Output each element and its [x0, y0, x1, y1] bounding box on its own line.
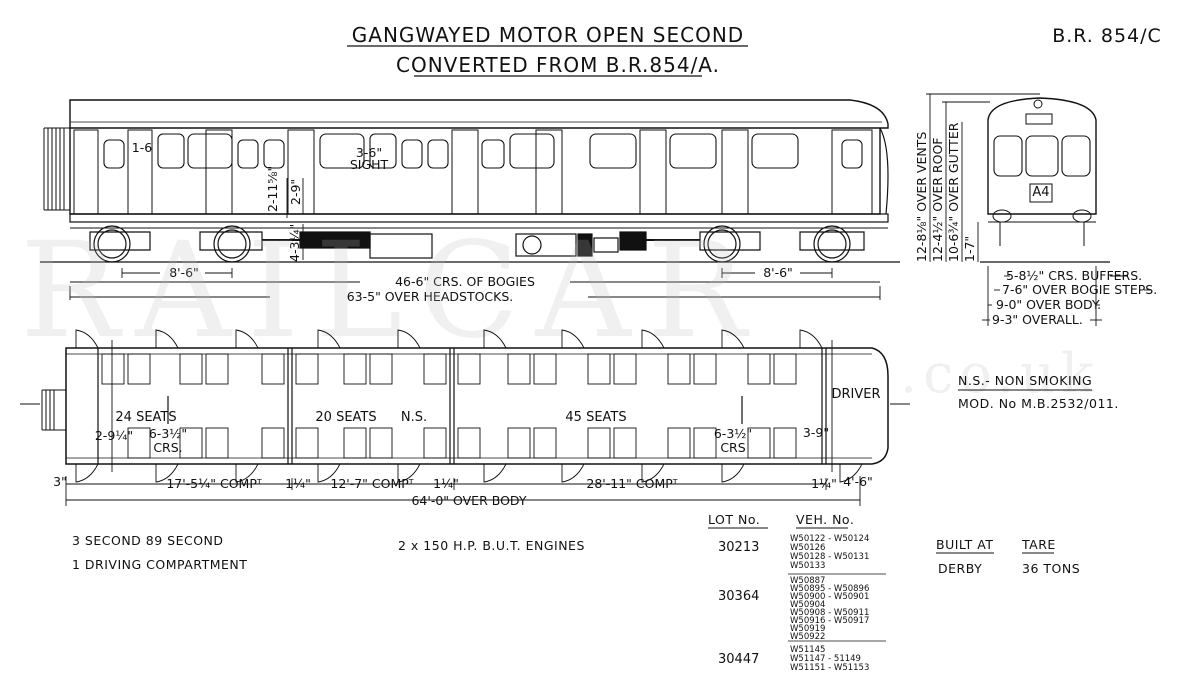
vehicle-1-6: W50919	[790, 624, 825, 634]
compartment-1-dim: 17'-5¼" COMPᵀ	[166, 476, 262, 491]
bogie-centres-dim: 46-6" CRS. OF BOGIES	[395, 274, 535, 289]
headcode-panel: A4	[1032, 185, 1049, 200]
over-body-length-dim: 64'-0" OVER BODY	[411, 493, 526, 508]
partition-3-dim: 1¼"	[811, 476, 837, 491]
watermark-main: RAILCAR	[20, 214, 762, 368]
drawing-reference: B.R. 854/C	[1052, 25, 1162, 47]
tare-header: TARE	[1021, 537, 1056, 552]
built-table: BUILT AT TARE DERBY 36 TONS	[936, 537, 1080, 576]
crs-right-label: CRS	[720, 440, 745, 455]
end-gap-dim: 3"	[53, 474, 67, 489]
plan-view	[20, 329, 910, 506]
non-smoking-mark: N.S.	[401, 410, 427, 425]
crs-buffers-dim: 5-8½" CRS. BUFFERS.	[1006, 268, 1142, 283]
accommodation-note: 3 SECOND 89 SECOND	[72, 533, 224, 548]
compartment-2-dim: 12'-7" COMPᵀ	[330, 476, 413, 491]
end-over-body-dim: 9-0" OVER BODY.	[996, 297, 1101, 312]
side-dimension-lines	[69, 178, 881, 300]
end-left-dim: 2-9¼"	[95, 428, 133, 443]
seats-compartment-2: 20 SEATS	[315, 410, 376, 425]
title-line-2: CONVERTED FROM B.R.854/A.	[396, 53, 720, 77]
window-height-dim: 2-11⅝"	[265, 166, 280, 212]
bogie-steps-dim: 7-6" OVER BOGIE STEPS.	[1002, 282, 1157, 297]
end-right-dim: 3-9"	[803, 425, 829, 440]
sight-dim: 3-6"	[356, 145, 382, 160]
seats-compartment-1: 24 SEATS	[115, 410, 176, 425]
cab-length-dim: 4'-6"	[843, 474, 873, 489]
vehicle-1-4: W50908 - W50911	[790, 608, 869, 618]
vehicle-1-5: W50916 - W50917	[790, 616, 869, 626]
over-headstocks-dim: 63-5" OVER HEADSTOCKS.	[347, 289, 514, 304]
watermark-suffix: .co.uk	[900, 342, 1100, 405]
side-elevation	[40, 99, 900, 263]
vehicle-0-1: W50126	[790, 543, 825, 553]
over-gutter-dim: 10-6¾" OVER GUTTER	[946, 122, 961, 262]
vehicle-1-0: W50887	[790, 576, 825, 586]
vehicle-0-3: W50133	[790, 561, 825, 571]
lot-row-1: 30364	[718, 589, 759, 604]
bogie-wheelbase-left: 8'-6"	[169, 265, 199, 280]
crs-left-label: CRS.	[153, 440, 182, 455]
over-roof-dim: 12-4½" OVER ROOF	[930, 138, 945, 263]
vehicle-2-1: W51147 - 51149	[790, 654, 861, 664]
engines-note: 2 x 150 H.P. B.U.T. ENGINES	[398, 538, 585, 553]
floor-height-dim: 4-3¼"	[287, 224, 302, 262]
vehicle-1-7: W50922	[790, 632, 825, 642]
built-header: BUILT AT	[936, 537, 993, 552]
over-vents-dim: 12-8⅛" OVER VENTS	[914, 132, 929, 262]
crs-right-dim: 6-3½"	[714, 426, 752, 441]
built-place: DERBY	[938, 561, 982, 576]
bogie-wheelbase-right: 8'-6"	[763, 265, 793, 280]
lot-header: LOT No.	[708, 512, 760, 527]
vehicle-1-2: W50900 - W50901	[790, 592, 869, 602]
crs-left-dim: 6-3½"	[149, 426, 187, 441]
driving-compartment-note: 1 DRIVING COMPARTMENT	[72, 557, 247, 572]
partition-2-dim: 1¼"	[433, 476, 459, 491]
vehicle-1-3: W50904	[790, 600, 825, 610]
modification-number: MOD. No M.B.2532/011.	[958, 396, 1119, 411]
lot-row-2: 30447	[718, 652, 759, 667]
vehicle-2-2: W51151 - W51153	[790, 663, 869, 673]
lot-table: LOT No. VEH. No. 30213 W50122 - W50124 W…	[708, 512, 886, 673]
vehicle-header: VEH. No.	[796, 512, 854, 527]
seats-compartment-3: 45 SEATS	[565, 410, 626, 425]
overall-width-dim: 9-3" OVERALL.	[992, 312, 1083, 327]
step-height-dim: 1-7"	[962, 236, 977, 262]
vehicle-0-0: W50122 - W50124	[790, 534, 869, 544]
partition-1-dim: 1¼"	[285, 476, 311, 491]
window-sill-dim: 2-9"	[288, 179, 303, 205]
compartment-3-dim: 28'-11" COMPᵀ	[586, 476, 677, 491]
vehicle-0-2: W50128 - W50131	[790, 552, 869, 562]
sight-label: SIGHT	[350, 157, 389, 172]
driver-cab-label: DRIVER	[831, 387, 880, 402]
door-width-dim: 1-6	[132, 140, 152, 155]
vehicle-1-1: W50895 - W50896	[790, 584, 869, 594]
ns-definition: N.S.- NON SMOKING	[958, 373, 1092, 388]
end-elevation	[926, 93, 1150, 326]
tare-weight: 36 TONS	[1022, 561, 1080, 576]
vehicle-2-0: W51145	[790, 645, 825, 655]
lot-row-0: 30213	[718, 540, 759, 555]
title-line-1: GANGWAYED MOTOR OPEN SECOND	[352, 23, 744, 47]
